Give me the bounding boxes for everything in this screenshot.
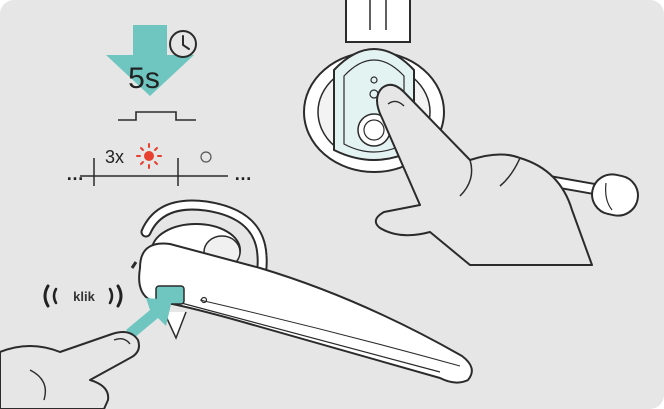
led-flash-icon [137, 144, 161, 168]
pressing-hand-bottom [0, 332, 139, 409]
button-symbol [118, 112, 196, 120]
timer-label: 5s [128, 62, 160, 95]
clock-icon [170, 31, 196, 57]
led-off-icon [201, 152, 211, 162]
flash-count-label: 3x [105, 147, 124, 167]
press-duration-indicator: 5s [106, 25, 196, 120]
press-arrow-icon [126, 298, 172, 338]
timeline-dots-left: … [66, 164, 84, 184]
click-sound: klik [45, 286, 121, 306]
pressing-hand-top [376, 85, 592, 265]
timeline-dots-right: … [234, 164, 252, 184]
sound-wave-left-icon [45, 286, 48, 306]
click-sound-label: klik [73, 289, 95, 304]
led-timeline: … … 3x [66, 144, 252, 186]
sound-wave-right-icon [118, 286, 121, 306]
